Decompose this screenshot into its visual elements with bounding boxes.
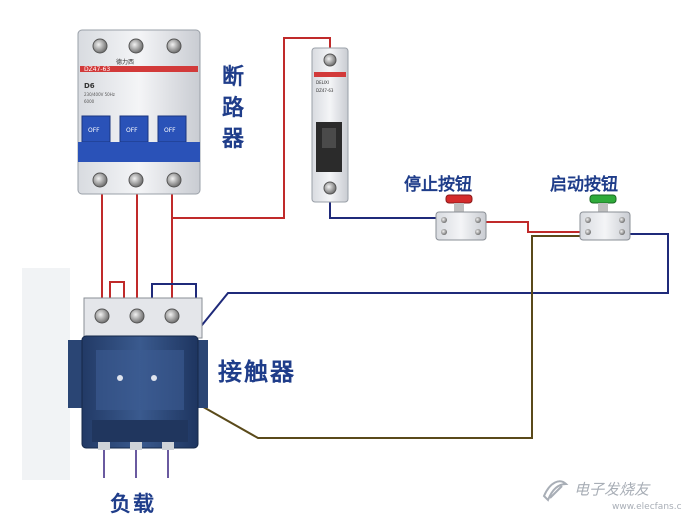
load-label: 负载 — [110, 492, 156, 516]
wire-start-coil — [197, 233, 669, 331]
wires — [101, 37, 669, 478]
breaker-rating: D6 — [84, 82, 95, 90]
start-button-label: 启动按钮 — [550, 175, 618, 195]
contactor-label: 接触器 — [218, 358, 296, 386]
background-shade — [22, 268, 70, 480]
watermark-text: 电子发烧友 — [574, 480, 650, 499]
handle-off-1: OFF — [88, 127, 100, 134]
breaker-label-char-1: 断 — [221, 65, 244, 90]
breaker-spec-1: 230/400V 50Hz — [84, 92, 115, 97]
small-breaker-model: DZ47-63 — [316, 88, 334, 93]
wire-return — [197, 235, 582, 439]
contactor — [68, 297, 208, 450]
breaker-brand: 德力西 — [116, 58, 134, 66]
small-breaker-brand: DELIXI — [316, 80, 329, 85]
wire-jumper-a — [109, 281, 125, 300]
breaker-label-char-3: 器 — [221, 127, 244, 152]
watermark: 电子发烧友 www.elecfans.com — [540, 474, 682, 512]
wire-control-feed — [172, 37, 331, 219]
circuit-breaker-3p: 德力西 DZ47-63 D6 230/400V 50Hz 6000 OFF OF… — [77, 29, 201, 195]
start-button — [579, 194, 631, 241]
breaker-handles: OFF OFF OFF — [78, 115, 200, 162]
wire-stop-start — [484, 221, 582, 233]
breaker-label: 断 路 器 — [219, 62, 247, 155]
watermark-url: www.elecfans.com — [612, 502, 682, 512]
breaker-spec-2: 6000 — [84, 99, 95, 104]
watermark-logo-icon — [542, 480, 569, 502]
handle-off-2: OFF — [126, 127, 138, 134]
circuit-breaker-1p: DELIXI DZ47-63 — [311, 47, 349, 203]
handle-off-3: OFF — [164, 127, 176, 134]
breaker-model: DZ47-63 — [84, 66, 110, 73]
wire-to-stop — [329, 200, 440, 219]
stop-button-label: 停止按钮 — [404, 175, 472, 195]
breaker-label-char-2: 路 — [221, 96, 244, 121]
stop-button — [435, 194, 487, 241]
